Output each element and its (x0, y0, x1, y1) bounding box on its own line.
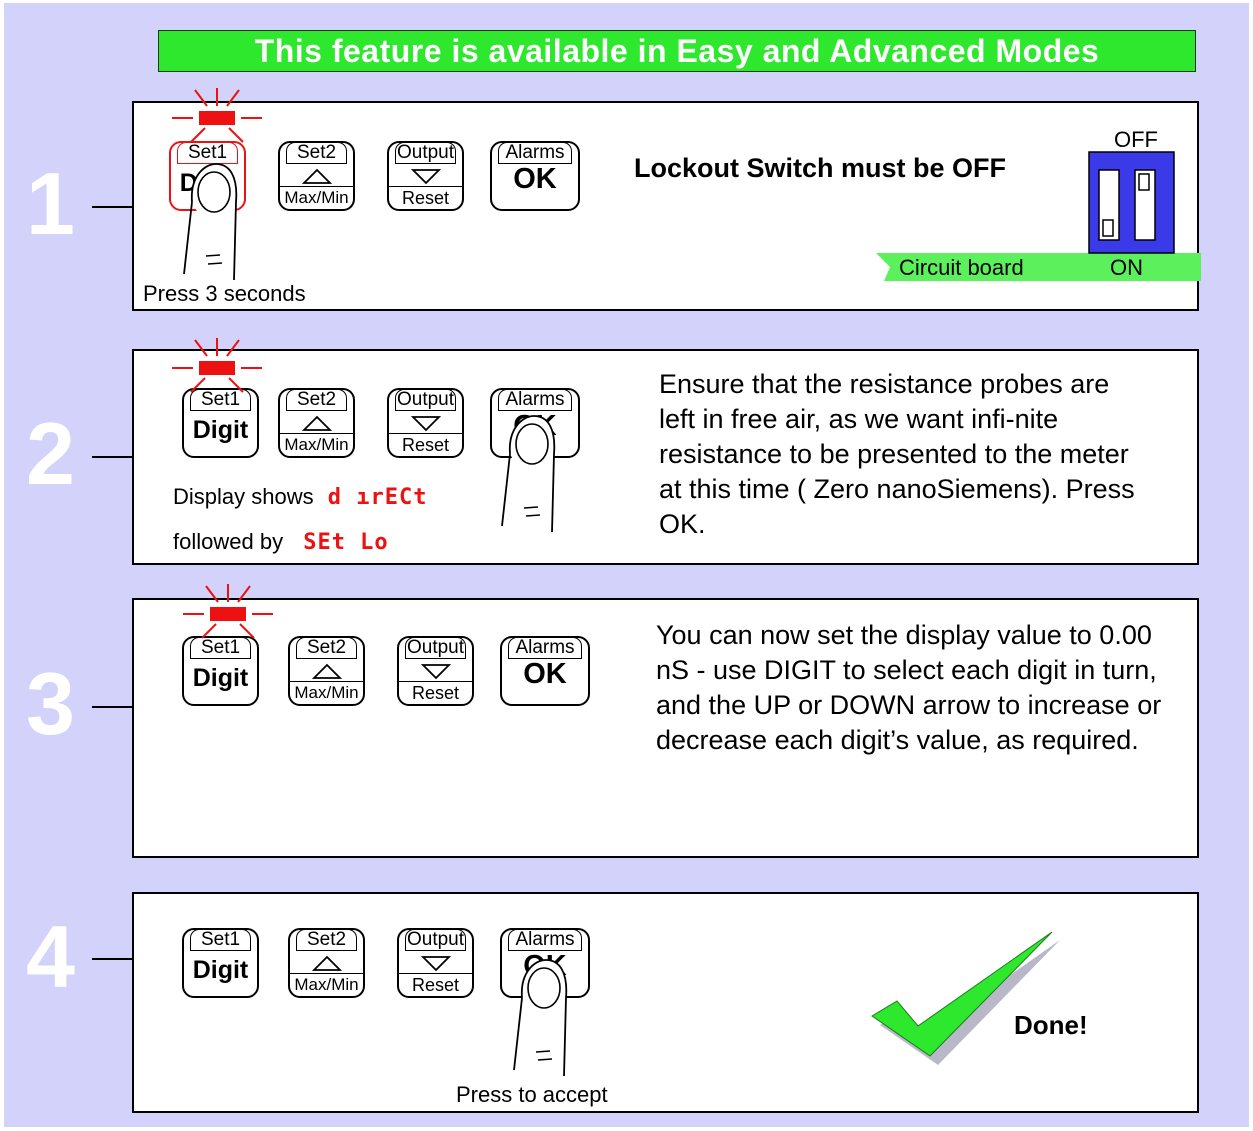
circuit-board-strip (876, 253, 1201, 281)
down-button[interactable]: Output Reset (397, 636, 474, 706)
down-button[interactable]: Output Reset (397, 928, 474, 998)
digit-button[interactable]: Set1 Digit (182, 636, 259, 706)
max-min-label: Max/Min (279, 186, 354, 210)
dip-switch-icon (1088, 151, 1175, 254)
set2-label: Set2 (296, 929, 357, 951)
done-label: Done! (1014, 1010, 1088, 1040)
output-label: Output (405, 637, 466, 659)
followed-by-line: followed by SEt Lo (173, 529, 389, 555)
max-min-label: Max/Min (289, 973, 364, 997)
down-button[interactable]: Output Reset (387, 388, 464, 458)
set1-label: Set1 (190, 389, 251, 411)
followed-by-text: followed by (173, 529, 284, 554)
ok-label: OK (513, 163, 557, 195)
up-button[interactable]: Set2 Max/Min (278, 388, 355, 458)
display-shows-line: Display shows d ırECt (173, 484, 427, 510)
step-4-connector (92, 958, 132, 960)
display-code-direct: d ırECt (327, 485, 428, 510)
mode-banner: This feature is available in Easy and Ad… (158, 30, 1196, 72)
down-arrow-icon (410, 169, 441, 185)
digit-label: Digit (192, 416, 249, 444)
set1-label: Set1 (177, 142, 238, 164)
step-3-number: 3 (26, 654, 75, 753)
step-3-panel: Set1 Digit Set2 Max/Min Output Reset Ala… (132, 598, 1199, 858)
up-arrow-icon (301, 415, 332, 431)
ok-button[interactable]: Alarms OK (500, 636, 590, 706)
max-min-label: Max/Min (289, 681, 364, 705)
finger-press-icon (513, 959, 568, 1077)
output-label: Output (395, 142, 456, 164)
set2-label: Set2 (296, 637, 357, 659)
display-code-setlo: SEt Lo (303, 530, 389, 555)
switch-off-label: OFF (1114, 127, 1158, 152)
step-2-description: Ensure that the resistance probes are le… (659, 369, 1135, 539)
set1-label: Set1 (190, 929, 251, 951)
press-to-accept-caption: Press to accept (456, 1082, 608, 1107)
circuit-board-label: Circuit board (899, 255, 1024, 280)
up-button[interactable]: Set2 Max/Min (288, 636, 365, 706)
led-flash-icon (183, 584, 273, 639)
step-1-panel: Set1 Digit Set2 Max/Min Output Reset Ala… (132, 101, 1201, 311)
step-3-connector (92, 706, 132, 708)
down-arrow-icon (410, 416, 441, 432)
reset-label: Reset (388, 186, 463, 210)
ok-button[interactable]: Alarms OK (490, 141, 580, 211)
max-min-label: Max/Min (279, 433, 354, 457)
reset-label: Reset (398, 681, 473, 705)
alarms-label: Alarms (498, 142, 572, 164)
up-arrow-icon (311, 955, 342, 971)
output-label: Output (395, 389, 456, 411)
down-arrow-icon (420, 664, 451, 680)
step-2-panel: Set1 Digit Set2 Max/Min Output Reset Ala… (132, 349, 1199, 565)
down-button[interactable]: Output Reset (387, 141, 464, 211)
step-4-panel: Set1 Digit Set2 Max/Min Output Reset Ala… (132, 892, 1199, 1113)
step-3-description: You can now set the display value to 0.0… (656, 620, 1162, 755)
set2-label: Set2 (286, 142, 347, 164)
digit-button[interactable]: Set1 Digit (182, 388, 259, 458)
step-1-number: 1 (26, 154, 75, 253)
step-1-connector (92, 206, 132, 208)
set2-label: Set2 (286, 389, 347, 411)
checkmark-icon (871, 931, 1060, 1065)
up-arrow-icon (311, 663, 342, 679)
alarms-label: Alarms (498, 389, 572, 411)
switch-on-label: ON (1110, 255, 1143, 280)
finger-press-icon (501, 415, 556, 533)
step-2-number: 2 (26, 404, 75, 503)
down-arrow-icon (420, 956, 451, 972)
ok-label: OK (523, 658, 567, 690)
lockout-heading: Lockout Switch must be OFF (634, 153, 1007, 183)
up-button[interactable]: Set2 Max/Min (278, 141, 355, 211)
digit-button[interactable]: Set1 Digit (182, 928, 259, 998)
up-arrow-icon (301, 168, 332, 184)
display-shows-text: Display shows (173, 484, 314, 509)
set1-label: Set1 (190, 637, 251, 659)
up-button[interactable]: Set2 Max/Min (288, 928, 365, 998)
press-caption: Press 3 seconds (143, 281, 306, 306)
reset-label: Reset (398, 973, 473, 997)
step-4-number: 4 (26, 907, 75, 1006)
digit-label: Digit (192, 956, 249, 984)
alarms-label: Alarms (508, 637, 582, 659)
finger-press-icon (183, 163, 238, 281)
step-2-connector (92, 456, 132, 458)
reset-label: Reset (388, 433, 463, 457)
alarms-label: Alarms (508, 929, 582, 951)
output-label: Output (405, 929, 466, 951)
led-flash-icon (172, 88, 262, 143)
led-flash-icon (172, 338, 262, 393)
digit-label: Digit (192, 664, 249, 692)
